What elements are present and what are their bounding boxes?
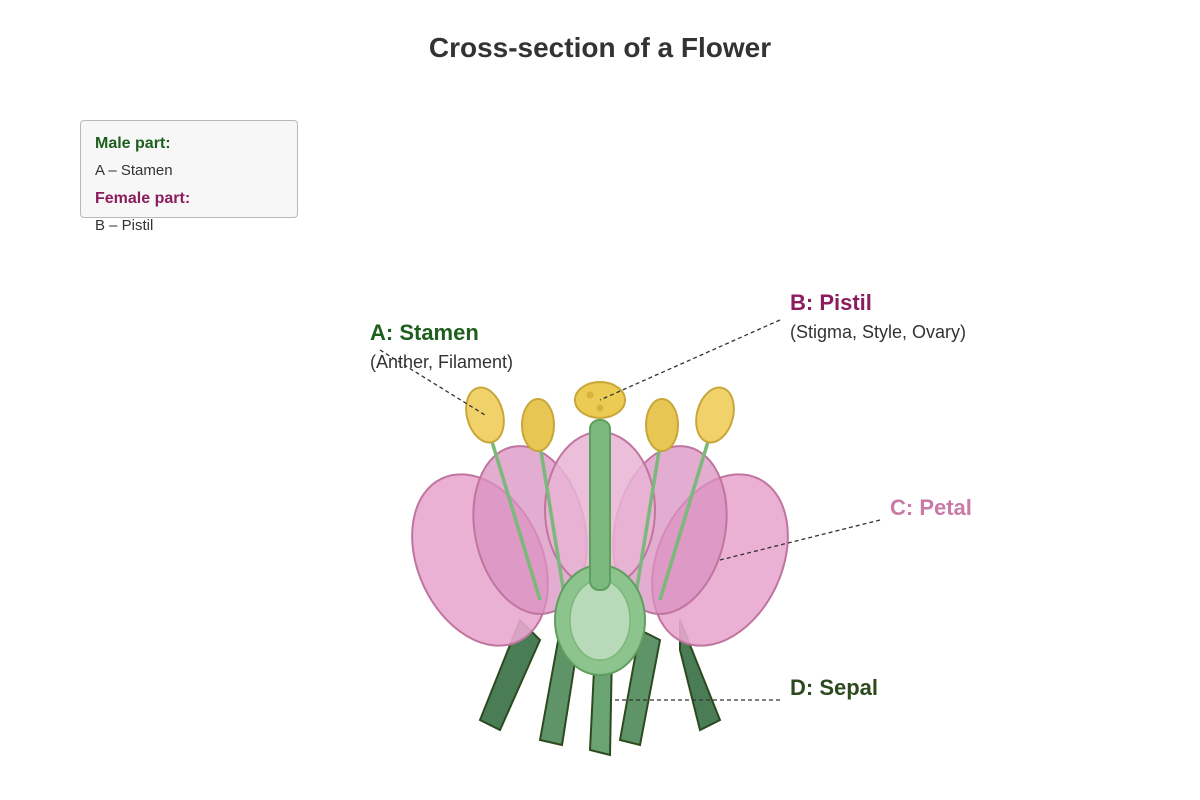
petal-label: C: Petal [890, 495, 972, 521]
stamen-label: A: Stamen (Anther, Filament) [370, 320, 513, 373]
sepal-right [618, 628, 662, 747]
anther-1 [465, 386, 505, 444]
diagram-title: Cross-section of a Flower [428, 32, 772, 63]
filament-3 [633, 444, 662, 601]
leader-lines [379, 319, 881, 701]
pistil-label-title: B: Pistil [790, 290, 872, 315]
legend-male-item: A – Stamen [95, 162, 173, 179]
legend-box: Male part: A – Stamen Female part: B – P… [80, 120, 298, 234]
legend-male-heading: Male part: [95, 135, 171, 152]
sepal-far-left [478, 618, 542, 732]
stamen-filaments [488, 434, 712, 601]
pistil-label: B: Pistil (Stigma, Style, Ovary) [790, 290, 966, 343]
anthers [465, 386, 735, 452]
stamen-label-title: A: Stamen [370, 320, 479, 345]
legend-female-heading: Female part: [95, 190, 191, 207]
sepal-label: D: Sepal [790, 675, 878, 701]
petals [411, 431, 789, 647]
pistil-label-subtitle: (Stigma, Style, Ovary) [790, 322, 967, 342]
pistil [554, 381, 646, 676]
pollen-dot [586, 391, 594, 399]
legend-female-item: B – Pistil [95, 217, 154, 234]
anther-3 [645, 398, 679, 452]
pollen-dot [596, 404, 604, 412]
anther-2 [521, 398, 555, 452]
filament-4 [658, 434, 712, 601]
filament-2 [538, 444, 567, 601]
stamen-label-subtitle: (Anther, Filament) [370, 352, 514, 372]
sepal-label-title: D: Sepal [790, 675, 879, 700]
ovary-inner [569, 579, 631, 661]
style [589, 419, 611, 591]
filament-1 [488, 434, 542, 601]
pistil-leader [599, 319, 781, 401]
anther-4 [695, 386, 735, 444]
petal-label-title: C: Petal [890, 495, 972, 520]
